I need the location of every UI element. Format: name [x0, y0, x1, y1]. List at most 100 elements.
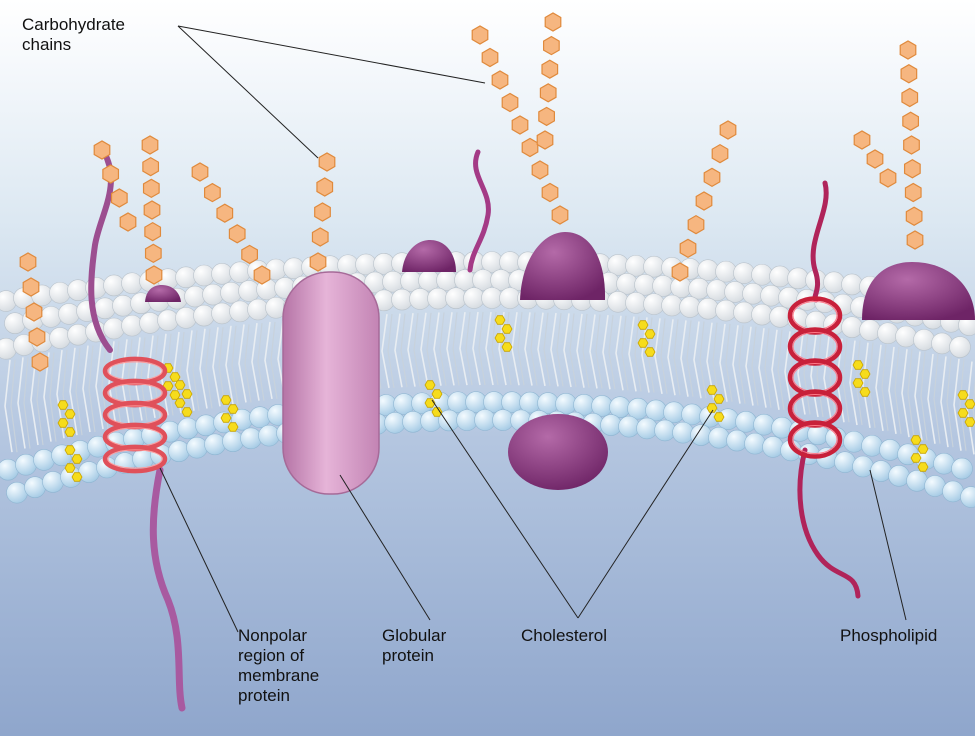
phospholipid-head	[185, 286, 206, 307]
phospholipid-head	[871, 461, 892, 482]
cholesterol-ring	[425, 381, 435, 390]
phospholipid-head	[196, 415, 217, 436]
cholesterol-ring	[65, 464, 75, 473]
carbohydrate-unit	[142, 136, 158, 154]
phospholipid-head	[860, 320, 881, 341]
phospholipid-head	[223, 431, 244, 452]
cholesterol-ring	[853, 361, 863, 370]
phospholipid-head	[842, 317, 863, 338]
cholesterol-ring	[918, 445, 928, 454]
carbohydrate-unit	[900, 41, 916, 59]
carbohydrate-unit	[112, 189, 128, 207]
carbohydrate-unit	[146, 244, 162, 262]
carbohydrate-unit	[317, 178, 333, 196]
phospholipid-head	[770, 306, 791, 327]
carbohydrate-unit	[720, 121, 736, 139]
cholesterol-ring	[645, 330, 655, 339]
label-carbohydrate-chains: Carbohydrate chains	[22, 15, 125, 55]
phospholipid-head	[754, 414, 775, 435]
phospholipid-head	[914, 329, 935, 350]
phospholipid-head	[122, 273, 143, 294]
cholesterol-ring	[495, 316, 505, 325]
phospholipid-head	[158, 310, 179, 331]
phospholipid-head	[878, 323, 899, 344]
phospholipid-head	[25, 477, 46, 498]
phospholipid-head	[259, 425, 280, 446]
cholesterol-ring	[170, 391, 180, 400]
phospholipid-head	[176, 307, 197, 328]
phospholipid-head	[68, 280, 89, 301]
cholesterol-ring	[65, 428, 75, 437]
phospholipid-head	[716, 300, 737, 321]
phospholipid-head	[50, 282, 71, 303]
carbohydrate-unit	[545, 13, 561, 31]
cholesterol-ring	[72, 473, 82, 482]
cholesterol-ring	[432, 390, 442, 399]
phospholipid-head	[79, 462, 100, 483]
phospholipid-head	[736, 411, 757, 432]
carbohydrate-unit	[482, 49, 498, 67]
phospholipid-head	[725, 281, 746, 302]
phospholipid-head	[194, 305, 215, 326]
phospholipid-head	[896, 326, 917, 347]
phospholipid-head	[5, 313, 26, 334]
cholesterol-ring	[65, 446, 75, 455]
phospholipid-head	[862, 435, 883, 456]
carbohydrate-unit	[712, 145, 728, 163]
carbohydrate-unit	[242, 245, 258, 263]
phospholipid-head	[50, 327, 71, 348]
carbohydrate-unit	[542, 184, 558, 202]
peripheral-protein-center	[520, 232, 605, 300]
cholesterol-ring	[495, 334, 505, 343]
helix-protein-right	[790, 183, 858, 596]
peripheral-protein-right	[862, 262, 975, 320]
carbohydrate-unit	[26, 303, 42, 321]
phospholipid-head	[745, 433, 766, 454]
carbohydrate-unit	[672, 263, 688, 281]
carbohydrate-unit	[492, 71, 508, 89]
carbohydrate-unit	[315, 203, 331, 221]
carbohydrate-unit	[904, 136, 920, 154]
phospholipid-head	[824, 272, 845, 293]
phospholipid-head	[698, 298, 719, 319]
phospholipid-head	[187, 437, 208, 458]
phospholipid-head	[95, 298, 116, 319]
carbohydrate-unit	[29, 328, 45, 346]
cholesterol-ring	[58, 401, 68, 410]
phospholipid-head	[664, 402, 685, 423]
carbohydrate-unit	[906, 207, 922, 225]
phospholipid-head	[853, 456, 874, 477]
cholesterol-ring	[221, 396, 231, 405]
phospholipid-head	[34, 449, 55, 470]
cholesterol-ring	[502, 343, 512, 352]
carbohydrate-unit	[502, 94, 518, 112]
carbohydrate-unit	[552, 206, 568, 224]
cholesterol-ring	[175, 381, 185, 390]
phospholipid-head	[212, 303, 233, 324]
cholesterol-ring	[65, 410, 75, 419]
cholesterol-ring	[965, 400, 975, 409]
globular-protein-shape	[283, 272, 379, 494]
cholesterol-ring	[918, 463, 928, 472]
carbohydrate-unit	[192, 163, 208, 181]
carbohydrate-unit	[854, 131, 870, 149]
cholesterol-ring	[958, 391, 968, 400]
cholesterol-ring	[714, 395, 724, 404]
phospholipid-head	[925, 476, 946, 497]
carbohydrate-unit	[145, 223, 161, 241]
carbohydrate-unit	[217, 204, 233, 222]
phospholipid-head	[734, 302, 755, 323]
carbohydrate-unit	[688, 216, 704, 234]
protein-tail-squiggle	[470, 152, 488, 270]
cholesterol-ring	[58, 419, 68, 428]
cholesterol-ring	[911, 436, 921, 445]
label-globular-protein: Globular protein	[382, 626, 446, 666]
carbohydrate-unit	[20, 253, 36, 271]
carbohydrate-unit	[312, 228, 328, 246]
phospholipid-head	[743, 283, 764, 304]
carbohydrate-unit	[522, 139, 538, 157]
cholesterol-ring	[502, 325, 512, 334]
carbohydrate-unit	[903, 112, 919, 130]
phospholipid-head	[241, 428, 262, 449]
